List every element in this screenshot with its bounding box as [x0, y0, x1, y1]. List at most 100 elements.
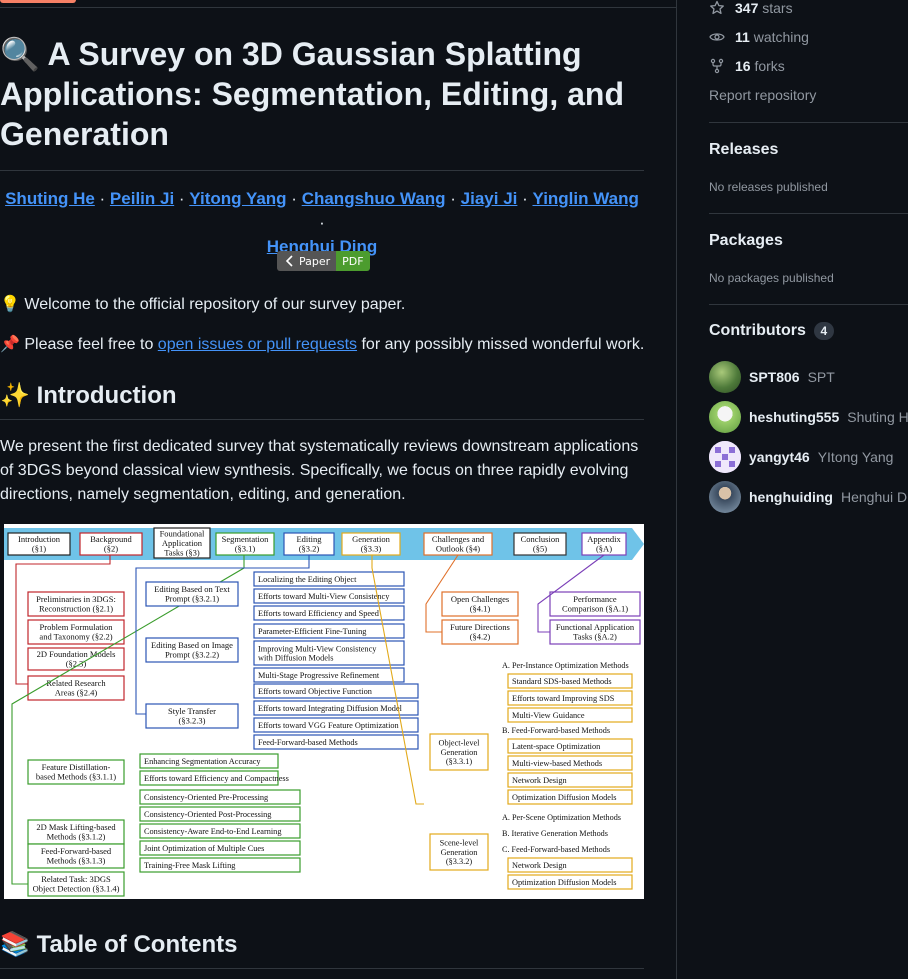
author-sep: · [94, 189, 110, 208]
pipeline-node-label: (§3.1) [235, 544, 256, 554]
background-node-label: Areas (§2.4) [55, 688, 98, 698]
generation-item-label: Optimization Diffusion Models [512, 878, 616, 887]
author-link[interactable]: Yitong Yang [189, 189, 287, 208]
lightbulb-icon: 💡 [0, 296, 20, 313]
open-issues-link[interactable]: open issues or pull requests [157, 336, 358, 353]
pipeline-node-label: Challenges and [432, 534, 485, 544]
generation-group-title: C. Feed-Forward-based Methods [502, 845, 610, 854]
contributor-login: SPT806 [749, 369, 800, 385]
background-node-label: Related Research [46, 678, 106, 688]
editing-item [253, 700, 419, 716]
editing-item [253, 640, 405, 666]
author-list: Shuting He · Peilin Ji · Yitong Yang · C… [0, 187, 644, 259]
badge-left-label: Paper [299, 254, 331, 268]
author-sep: · [445, 189, 461, 208]
editing-node-label: Editing Based on Image [151, 640, 233, 650]
intro-divider [0, 419, 644, 420]
contributor-login: yangyt46 [749, 449, 810, 465]
pipeline-node-label: Outlook (§4) [436, 544, 480, 554]
pipeline-node-label: Appendix [587, 534, 621, 544]
watching-count: 11 [735, 29, 750, 45]
title-divider [0, 170, 644, 171]
report-repository-link[interactable]: Report repository [709, 87, 817, 103]
packages-heading-text: Packages [709, 232, 783, 249]
contributor-item[interactable]: yangyt46 YItong Yang [709, 441, 893, 473]
generation-item-label: Network Design [512, 861, 567, 870]
contributor-item[interactable]: henghuiding Henghui Ding [709, 481, 908, 513]
pipeline-node-label: (§2) [104, 544, 118, 554]
challenge-node [441, 591, 519, 617]
segmentation-node-label: Methods (§3.1.3) [47, 856, 106, 866]
editing-item-label: Efforts toward VGG Feature Optimization [258, 721, 400, 730]
forks-stat[interactable]: 16 forks [709, 56, 785, 76]
generation-node [429, 733, 489, 771]
segmentation-node [27, 759, 125, 785]
generation-node-label: Generation [441, 748, 479, 757]
intro-paragraph: We present the first dedicated survey th… [0, 438, 639, 503]
segmentation-item-label: Consistency-Aware End-to-End Learning [144, 827, 281, 836]
pipeline-node-label: (§3.3) [361, 544, 382, 554]
appendix-node-label: Performance [573, 594, 617, 604]
author-sep: · [517, 189, 533, 208]
generation-group-title: A. Per-Scene Optimization Methods [502, 813, 621, 822]
badge-left: Paper [277, 251, 337, 271]
background-node [27, 591, 125, 617]
editing-item-label: Improving Multi-View Consistency [258, 644, 377, 653]
contributors-heading-text: Contributors [709, 322, 806, 339]
generation-node-label: Generation [441, 848, 479, 857]
releases-heading[interactable]: Releases [709, 141, 778, 159]
generation-item-label: Efforts toward Improving SDS [512, 694, 615, 703]
segmentation-item [139, 840, 301, 856]
segmentation-item [139, 789, 301, 805]
generation-item-label: Multi-view-based Methods [512, 759, 602, 768]
contributor-item[interactable]: heshuting555 Shuting He [709, 401, 908, 433]
segmentation-node [27, 871, 125, 897]
pipeline-node-label: Application [162, 538, 203, 548]
paper-pdf-badge[interactable]: Paper PDF [277, 251, 370, 271]
generation-item [507, 690, 633, 706]
generation-item-label: Latent-space Optimization [512, 742, 601, 751]
contributors-heading[interactable]: Contributors 4 [709, 322, 834, 340]
pipeline-node-label: Conclusion [521, 534, 560, 544]
editing-item [253, 623, 405, 639]
title-text: A Survey on 3D Gaussian Splatting Applic… [0, 36, 625, 152]
author-link[interactable]: Shuting He [5, 189, 95, 208]
avatar [709, 481, 741, 513]
editing-item [253, 571, 405, 587]
editing-node [145, 637, 239, 663]
magnifier-icon: 🔍 [0, 36, 40, 72]
stars-stat[interactable]: 347 stars [709, 0, 793, 18]
author-link[interactable]: Yinglin Wang [532, 189, 639, 208]
background-node-label: Preliminaries in 3DGS: [36, 594, 116, 604]
connector [537, 554, 605, 633]
releases-heading-text: Releases [709, 141, 779, 158]
challenge-node-label: (§4.2) [470, 632, 491, 642]
welcome-text: Welcome to the official repository of ou… [24, 296, 406, 313]
stars-count: 347 [735, 0, 759, 16]
active-tab-indicator [0, 0, 76, 3]
packages-heading[interactable]: Packages [709, 232, 783, 250]
generation-item [507, 857, 633, 873]
pipeline-node-label: Background [90, 534, 132, 544]
editing-item-label: Feed-Forward-based Methods [258, 738, 358, 747]
readme-title: 🔍 A Survey on 3D Gaussian Splatting Appl… [0, 34, 644, 154]
author-link[interactable]: Changshuo Wang [301, 189, 446, 208]
author-link[interactable]: Jiayi Ji [460, 189, 518, 208]
toc-divider [0, 968, 644, 969]
contributor-item[interactable]: SPT806 SPT [709, 361, 835, 393]
generation-item [507, 755, 633, 771]
connector [371, 555, 424, 805]
sparkles-icon: ✨ [0, 382, 30, 409]
segmentation-node-label: Related Task: 3DGS [41, 874, 111, 884]
segmentation-node-label: Methods (§3.1.2) [47, 832, 106, 842]
segmentation-item-label: Enhancing Segmentation Accuracy [144, 757, 261, 766]
segmentation-item-label: Consistency-Oriented Post-Processing [144, 810, 271, 819]
eye-icon [709, 33, 725, 41]
segmentation-node [27, 819, 125, 845]
author-link[interactable]: Peilin Ji [109, 189, 175, 208]
editing-item-label: with Diffusion Models [258, 654, 333, 663]
watching-stat[interactable]: 11 watching [709, 27, 809, 47]
generation-node-label: Object-level [438, 739, 480, 748]
background-node-label: (§2.3) [66, 659, 87, 669]
segmentation-item-label: Training-Free Mask Lifting [144, 861, 235, 870]
